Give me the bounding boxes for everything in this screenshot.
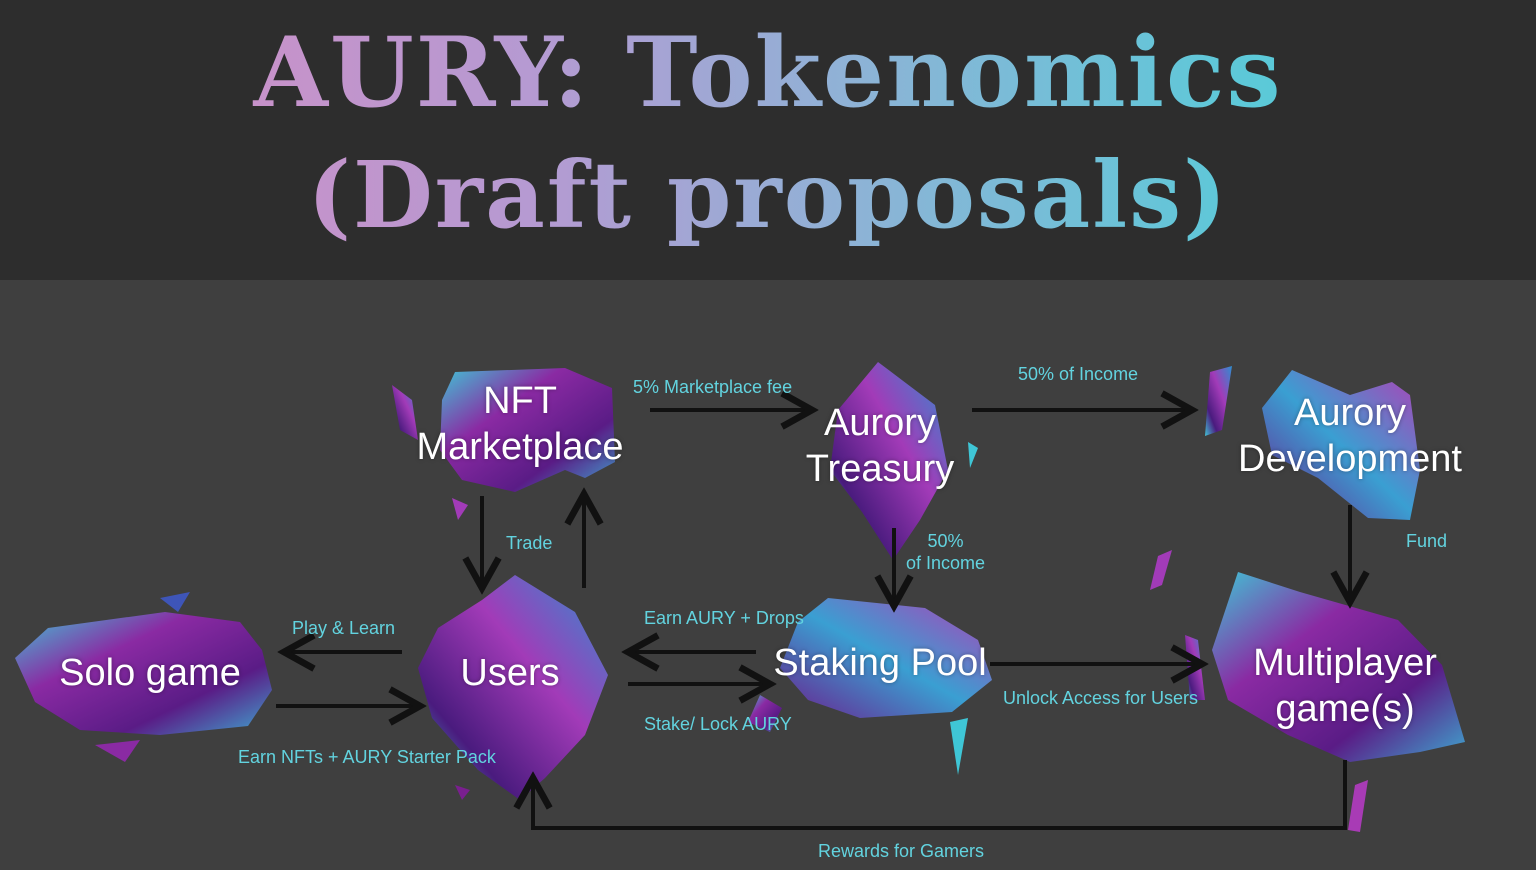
label-income-to-staking-line2: of Income [906, 553, 986, 573]
label-unlock-access: Unlock Access for Users [1003, 688, 1199, 708]
node-aurory-development: Aurory Development [1230, 390, 1470, 482]
label-fund: Fund [1406, 531, 1448, 551]
arrows [276, 410, 1350, 830]
node-multiplayer-games: Multiplayer game(s) [1240, 640, 1450, 732]
node-staking-pool: Staking Pool [773, 642, 987, 684]
node-aurory-development-line1: Aurory [1294, 392, 1406, 434]
label-marketplace-fee: 5% Marketplace fee [633, 377, 793, 397]
title-line-1: AURY: Tokenomics [0, 18, 1536, 128]
node-multiplayer-games-line1: Multiplayer [1253, 642, 1437, 684]
label-stake-lock: Stake/ Lock AURY [644, 714, 792, 734]
staking-pool-shape [748, 550, 1172, 775]
tokenomics-diagram: NFT Marketplace Aurory Treasury Aurory D… [0, 280, 1536, 870]
node-nft-marketplace: NFT Marketplace [410, 378, 630, 470]
node-aurory-treasury-line2: Treasury [805, 448, 955, 490]
label-income-to-staking: 50% of Income [906, 530, 985, 574]
node-nft-marketplace-line2: Marketplace [416, 426, 624, 468]
node-aurory-treasury: Aurory Treasury [790, 400, 970, 492]
node-multiplayer-games-line2: game(s) [1275, 688, 1415, 730]
label-trade: Trade [506, 533, 553, 553]
node-aurory-treasury-line1: Aurory [824, 402, 936, 444]
title-banner: AURY: Tokenomics (Draft proposals) [0, 0, 1536, 280]
node-aurory-development-line2: Development [1238, 438, 1462, 480]
node-solo-game: Solo game [59, 652, 241, 694]
node-nft-marketplace-line1: NFT [483, 380, 557, 422]
diagram-graphics [15, 362, 1465, 832]
label-earn-starter: Earn NFTs + AURY Starter Pack [238, 747, 496, 767]
title-line-2: (Draft proposals) [0, 140, 1536, 250]
aurory-development-shape [1205, 366, 1420, 520]
label-earn-drops: Earn AURY + Drops [644, 608, 804, 628]
aurory-treasury-shape [830, 362, 978, 560]
nft-marketplace-shape [392, 368, 615, 520]
node-users: Users [460, 652, 560, 694]
label-income-to-development: 50% of Income [1018, 364, 1139, 384]
label-play-learn: Play & Learn [292, 618, 396, 638]
label-income-to-staking-line1: 50% [927, 531, 964, 551]
label-rewards: Rewards for Gamers [818, 841, 985, 861]
arrow-multiplayer-to-users [533, 760, 1347, 830]
users-shape [418, 575, 608, 800]
solo-game-shape [15, 592, 272, 762]
